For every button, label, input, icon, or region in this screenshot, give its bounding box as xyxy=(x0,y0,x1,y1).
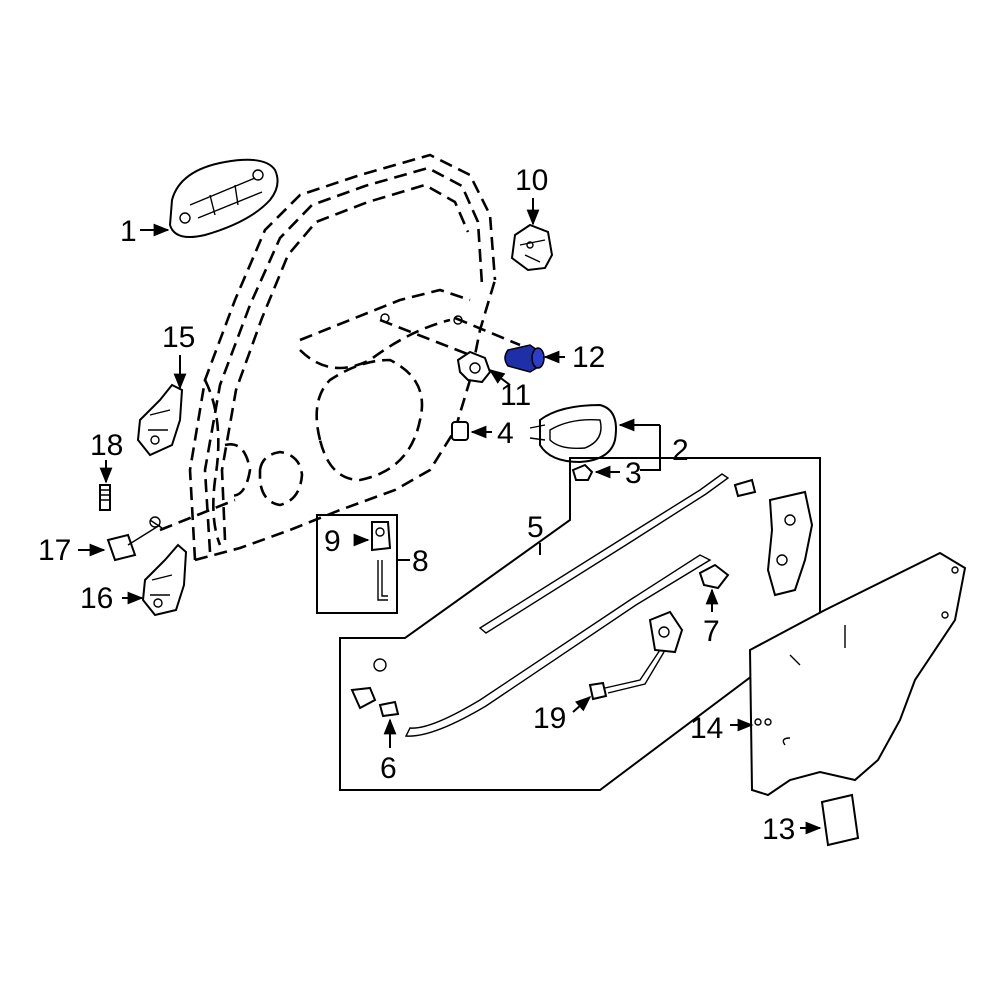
callout-3: 3 xyxy=(625,457,642,490)
striker-bracket-part xyxy=(510,223,554,272)
callout-7: 7 xyxy=(703,615,720,648)
bolt-part xyxy=(99,484,111,511)
lock-cylinder-part-highlighted xyxy=(504,344,545,373)
callout-12: 12 xyxy=(572,341,605,374)
upper-hinge-part xyxy=(136,383,184,457)
callout-2: 2 xyxy=(672,434,689,467)
callout-19: 19 xyxy=(533,702,566,735)
callout-1: 1 xyxy=(120,215,137,248)
callout-8: 8 xyxy=(412,545,429,578)
callout-18: 18 xyxy=(90,429,123,462)
door-shell-outline xyxy=(159,153,521,562)
callout-17: 17 xyxy=(38,534,71,567)
lower-hinge-part xyxy=(141,543,188,617)
linkage-box xyxy=(339,457,821,791)
outside-handle-part xyxy=(168,158,279,238)
callout-11: 11 xyxy=(500,379,531,412)
clip-part-3 xyxy=(571,463,594,481)
callout-16: 16 xyxy=(80,582,113,615)
actuator-part xyxy=(456,350,492,384)
clip-part-4 xyxy=(451,421,469,441)
inside-handle-part xyxy=(529,403,617,464)
callout-6: 6 xyxy=(380,752,397,785)
water-shield-part xyxy=(748,551,967,797)
pad-part xyxy=(820,793,860,847)
callout-5: 5 xyxy=(527,511,544,544)
callout-14: 14 xyxy=(690,712,723,745)
callout-4: 4 xyxy=(497,417,514,450)
door-check-part xyxy=(106,516,163,562)
callout-10: 10 xyxy=(515,164,548,197)
callout-15: 15 xyxy=(162,321,195,354)
callout-9: 9 xyxy=(324,525,341,558)
callout-13: 13 xyxy=(762,813,795,846)
rod-clip-group-box xyxy=(316,514,398,614)
